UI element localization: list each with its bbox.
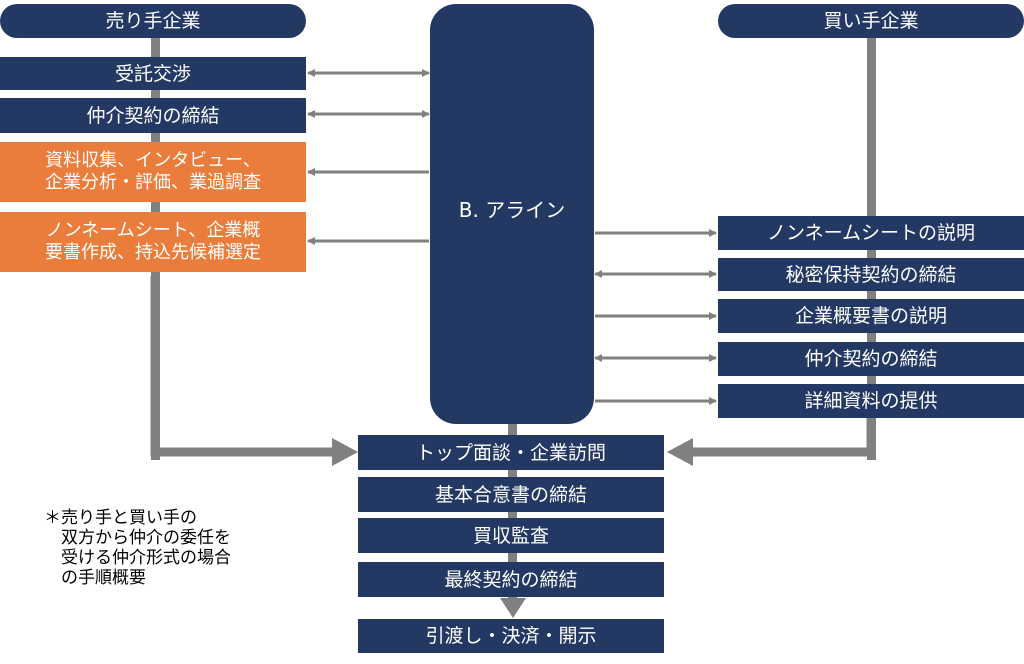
buyer-step: ノンネームシートの説明 (718, 216, 1024, 250)
seller-to-meeting-arrowhead (332, 438, 358, 466)
buyer-company-header: 買い手企業 (718, 4, 1024, 38)
advisor-hub-label: B. アライン (458, 198, 566, 222)
joint-step-label: トップ面談・企業訪問 (415, 441, 606, 464)
seller-to-meeting-arrow (150, 276, 335, 457)
joint-step: 基本合意書の締結 (358, 477, 664, 512)
buyer-step: 企業概要書の説明 (718, 299, 1024, 333)
joint-step-label: 引渡し・決済・開示 (425, 625, 597, 647)
seller-company-title: 売り手企業 (105, 10, 201, 32)
seller-step: ノンネームシート、企業概 要書作成、持込先候補選定 (0, 212, 306, 272)
final-to-closing-arrowhead (500, 598, 526, 618)
joint-step-label: 最終契約の締結 (444, 568, 578, 591)
joint-step: 買収監査 (358, 518, 664, 553)
buyer-step: 仲介契約の締結 (718, 342, 1024, 376)
seller-step-label: ノンネームシート、企業概 要書作成、持込先候補選定 (45, 220, 261, 263)
seller-step-label: 仲介契約の締結 (86, 104, 220, 127)
buyer-step-label: 秘密保持契約の締結 (785, 263, 957, 286)
seller-step: 受託交渉 (0, 57, 306, 90)
buyer-step: 詳細資料の提供 (718, 384, 1024, 418)
joint-step: トップ面談・企業訪問 (358, 435, 664, 470)
buyer-step-label: 企業概要書の説明 (794, 305, 947, 327)
joint-step: 引渡し・決済・開示 (358, 619, 664, 653)
seller-company-header: 売り手企業 (0, 4, 306, 38)
buyer-to-meeting-arrowhead (667, 438, 693, 466)
seller-step: 仲介契約の締結 (0, 98, 306, 133)
seller-step-label: 資料収集、インタビュー、 企業分析・評価、業過調査 (45, 150, 261, 193)
buyer-step-label: 仲介契約の締結 (804, 348, 938, 370)
buyer-step-label: 詳細資料の提供 (804, 390, 938, 412)
buyer-company-title: 買い手企業 (823, 10, 919, 32)
advisor-hub: B. アライン (430, 4, 594, 424)
footnote: ＊売り手と買い手の 双方から仲介の委任を 受ける仲介形式の場合 の手順概要 (44, 508, 231, 588)
buyer-to-meeting-arrow (690, 418, 876, 457)
seller-step: 資料収集、インタビュー、 企業分析・評価、業過調査 (0, 142, 306, 202)
joint-step: 最終契約の締結 (358, 562, 664, 597)
buyer-step-label: ノンネームシートの説明 (766, 222, 976, 244)
joint-step-label: 買収監査 (472, 524, 549, 547)
joint-step-label: 基本合意書の締結 (434, 483, 587, 506)
buyer-step: 秘密保持契約の締結 (718, 258, 1024, 291)
seller-step-label: 受託交渉 (114, 62, 191, 85)
